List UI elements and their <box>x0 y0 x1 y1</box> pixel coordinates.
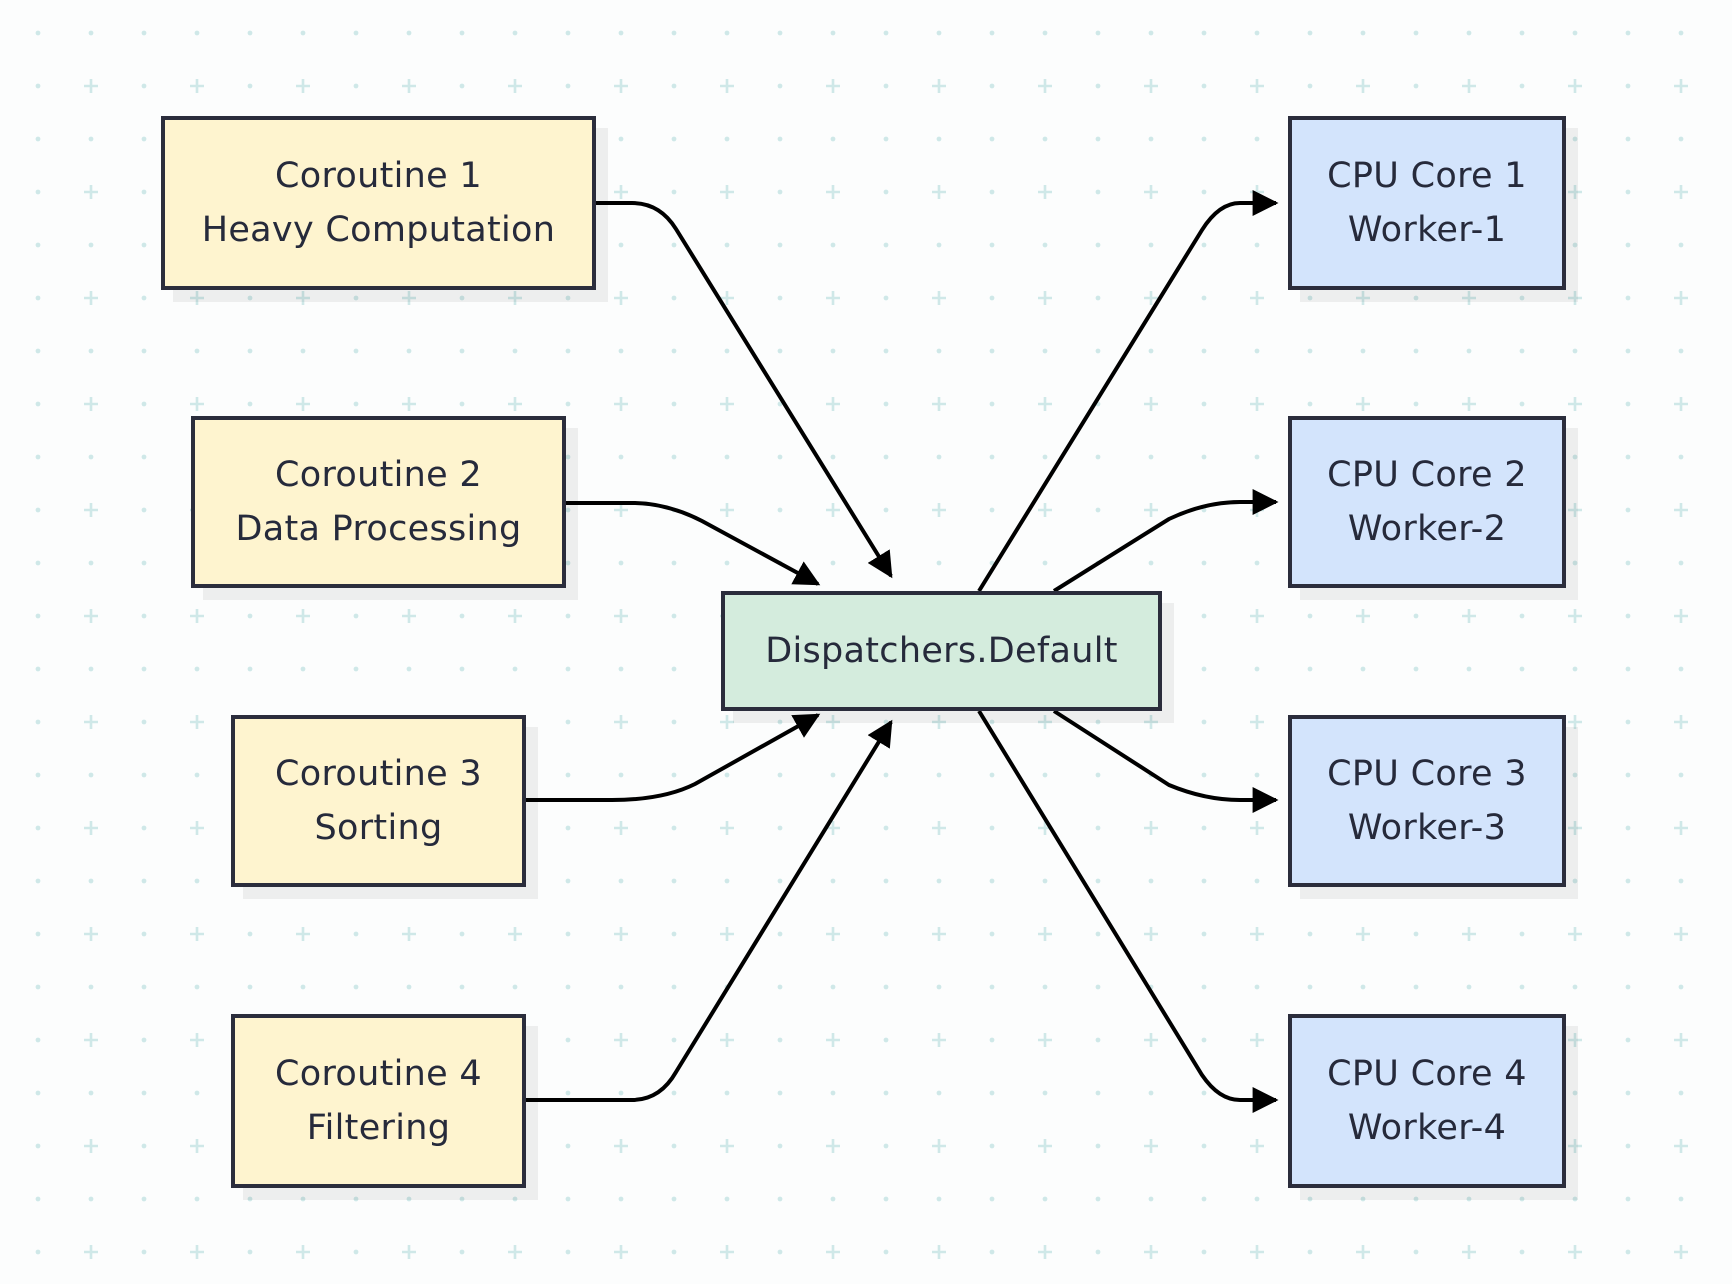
coroutine-3-subtitle: Sorting <box>314 808 443 848</box>
edge-coroutine-4-to-dispatcher <box>526 719 893 1102</box>
coroutine-2-subtitle: Data Processing <box>235 509 522 549</box>
coroutine-4-node[interactable]: Coroutine 4 Filtering <box>231 1014 526 1188</box>
edge-dispatcher-to-cpu-core-2 <box>1052 489 1279 593</box>
coroutine-1-title: Coroutine 1 <box>275 156 482 196</box>
coroutine-2-node[interactable]: Coroutine 2 Data Processing <box>191 416 566 588</box>
cpu-core-3-subtitle: Worker-3 <box>1347 808 1507 848</box>
cpu-core-1-subtitle: Worker-1 <box>1347 210 1507 250</box>
coroutine-1-node[interactable]: Coroutine 1 Heavy Computation <box>161 116 596 290</box>
coroutine-4-subtitle: Filtering <box>306 1108 451 1148</box>
coroutine-2-title: Coroutine 2 <box>275 455 482 495</box>
dispatcher-node[interactable]: Dispatchers.Default <box>721 591 1162 711</box>
cpu-core-4-subtitle: Worker-4 <box>1347 1108 1507 1148</box>
coroutine-3-title: Coroutine 3 <box>275 754 482 794</box>
cpu-core-2-subtitle: Worker-2 <box>1347 509 1507 549</box>
cpu-core-1-node[interactable]: CPU Core 1 Worker-1 <box>1288 116 1566 290</box>
edge-coroutine-3-to-dispatcher <box>526 713 821 802</box>
cpu-core-4-title: CPU Core 4 <box>1327 1054 1527 1094</box>
dispatcher-label: Dispatchers.Default <box>765 631 1118 671</box>
edge-dispatcher-to-cpu-core-3 <box>1052 709 1279 813</box>
cpu-core-1-title: CPU Core 1 <box>1327 156 1527 196</box>
edge-dispatcher-to-cpu-core-1 <box>977 190 1279 593</box>
edge-dispatcher-to-cpu-core-4 <box>977 709 1279 1113</box>
cpu-core-3-title: CPU Core 3 <box>1327 754 1527 794</box>
coroutine-3-node[interactable]: Coroutine 3 Sorting <box>231 715 526 887</box>
edge-coroutine-1-to-dispatcher <box>596 201 893 579</box>
cpu-core-2-node[interactable]: CPU Core 2 Worker-2 <box>1288 416 1566 588</box>
cpu-core-2-title: CPU Core 2 <box>1327 455 1527 495</box>
cpu-core-4-node[interactable]: CPU Core 4 Worker-4 <box>1288 1014 1566 1188</box>
edge-coroutine-2-to-dispatcher <box>566 501 821 586</box>
cpu-core-3-node[interactable]: CPU Core 3 Worker-3 <box>1288 715 1566 887</box>
coroutine-1-subtitle: Heavy Computation <box>201 210 556 250</box>
coroutine-4-title: Coroutine 4 <box>275 1054 482 1094</box>
